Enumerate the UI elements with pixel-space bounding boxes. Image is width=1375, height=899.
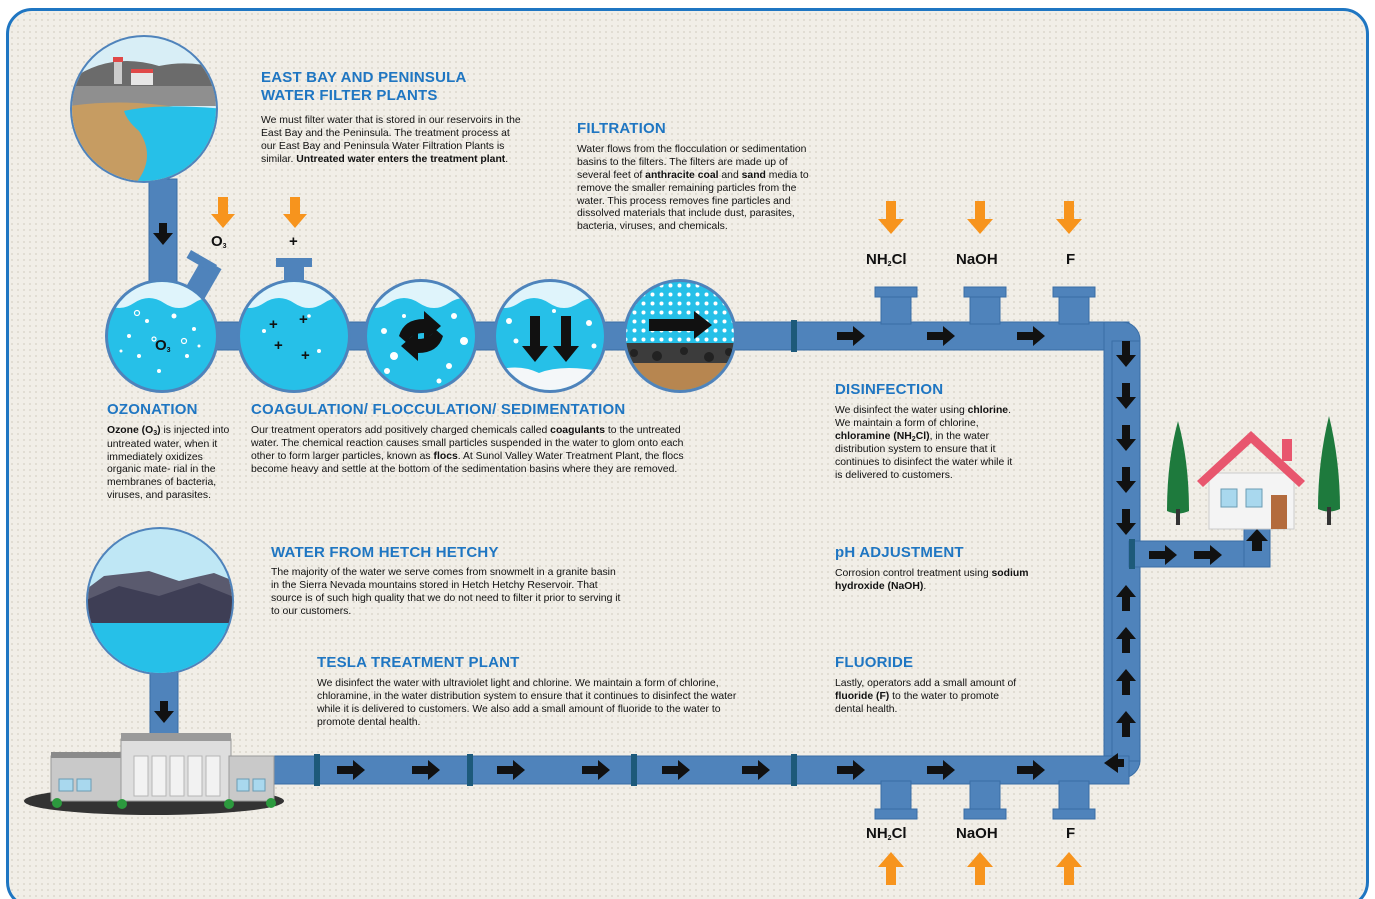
flow-arrow-icon	[837, 760, 865, 780]
sedimentation-tank-icon	[493, 279, 607, 393]
flow-arrow-icon	[497, 760, 525, 780]
filtration-title: FILTRATION	[577, 120, 666, 137]
mountain-reservoir-icon	[86, 527, 234, 675]
flow-arrow-icon	[1116, 711, 1136, 737]
flow-arrow-icon	[837, 326, 865, 346]
flow-arrow-icon	[154, 701, 174, 723]
flow-arrow-icon	[1017, 326, 1045, 346]
flow-arrow-icon	[927, 326, 955, 346]
flow-arrow-icon	[153, 223, 173, 245]
flow-arrow-icon	[582, 760, 610, 780]
disinfection-title: DISINFECTION	[835, 381, 944, 398]
flow-arrow-icon	[662, 760, 690, 780]
ozone-in-tank-label: O3	[155, 337, 171, 354]
flow-arrow-icon	[1116, 627, 1136, 653]
coagulant-plus-particle: +	[274, 337, 283, 354]
flocculation-tank-icon	[364, 279, 478, 393]
fluoride-description: Lastly, operators add a small amount of …	[835, 678, 1017, 715]
hetch-hetchy-description: The majority of the water we serve comes…	[271, 567, 621, 617]
chloramine-label-top: NH2Cl	[866, 251, 907, 268]
flow-arrow-icon	[1017, 760, 1045, 780]
flow-arrow-icon	[1116, 585, 1136, 611]
flow-arrow-icon	[1116, 425, 1136, 451]
diagram-frame: EAST BAY AND PENINSULA WATER FILTER PLAN…	[6, 8, 1369, 899]
tesla-description: We disinfect the water with ultraviolet …	[317, 678, 737, 728]
pipe-house-branch	[1128, 540, 1255, 568]
flow-arrow-icon	[1246, 529, 1268, 551]
chemical-injection-arrow-icon	[967, 201, 993, 234]
fluoride-title: FLUORIDE	[835, 654, 914, 671]
flow-arrow-icon	[927, 760, 955, 780]
chemical-arrows	[211, 197, 1082, 885]
flow-arrow-icon	[1116, 509, 1136, 535]
coagulation-tank-icon	[237, 258, 351, 393]
tesla-title: TESLA TREATMENT PLANT	[317, 654, 520, 671]
filter-tank-icon	[623, 279, 737, 393]
coagulant-plus-label: +	[289, 233, 298, 250]
flow-arrow-icon	[1194, 545, 1222, 565]
reservoir-scene-icon	[70, 35, 218, 183]
coagulation-description: Our treatment operators add positively c…	[251, 425, 684, 475]
flow-arrow-icon	[337, 760, 365, 780]
fluoride-label-bottom: F	[1066, 825, 1076, 842]
chemical-injection-arrow-icon	[1056, 852, 1082, 885]
chemical-injection-arrow-icon	[1056, 201, 1082, 234]
flow-arrow-icon	[742, 760, 770, 780]
disinfection-description: We disinfect the water using chlorine. W…	[835, 405, 1013, 482]
filtration-description: Water flows from the flocculation or sed…	[577, 144, 809, 233]
naoh-label-top: NaOH	[956, 251, 998, 268]
tree-icon	[1167, 421, 1189, 525]
chloramine-label-bottom: NH2Cl	[866, 825, 907, 842]
chemical-injection-arrow-icon	[878, 201, 904, 234]
flow-arrows	[153, 223, 1268, 780]
chemical-injection-arrow-icon	[967, 852, 993, 885]
flow-arrow-icon	[1149, 545, 1177, 565]
chemical-injection-arrow-icon	[211, 197, 235, 228]
coagulant-plus-particle: +	[301, 347, 310, 364]
fluoride-label-top: F	[1066, 251, 1076, 268]
ozonation-title: OZONATION	[107, 401, 198, 418]
ph-adjustment-description: Corrosion control treatment using sodium…	[835, 568, 1029, 592]
naoh-label-bottom: NaOH	[956, 825, 998, 842]
pipe-bottom	[258, 755, 1130, 785]
flow-arrow-icon	[1116, 669, 1136, 695]
tree-icon	[1318, 416, 1340, 525]
coagulant-plus-particle: +	[269, 316, 278, 333]
ozonation-description: Ozone (O3) is injected into untreated wa…	[107, 425, 230, 502]
coagulation-title: COAGULATION/ FLOCCULATION/ SEDIMENTATION	[251, 401, 626, 418]
flow-arrow-icon	[1104, 753, 1124, 773]
treatment-plant-icon	[24, 733, 284, 815]
hetch-hetchy-title: WATER FROM HETCH HETCHY	[271, 544, 499, 561]
chemical-injection-arrow-icon	[878, 852, 904, 885]
flow-arrow-icon	[412, 760, 440, 780]
east-bay-description: We must filter water that is stored in o…	[261, 115, 521, 165]
pipe-joints	[314, 320, 1135, 786]
ozonation-tank-icon	[105, 250, 222, 393]
east-bay-title: EAST BAY AND PENINSULA WATER FILTER PLAN…	[261, 69, 467, 104]
flow-arrow-icon	[1116, 341, 1136, 367]
ph-adjustment-title: pH ADJUSTMENT	[835, 544, 964, 561]
flow-arrow-icon	[1116, 467, 1136, 493]
chemical-injection-arrow-icon	[283, 197, 307, 228]
coagulant-plus-particle: +	[299, 311, 308, 328]
house-icon	[1197, 431, 1305, 530]
ozone-label: O3	[211, 233, 227, 250]
flow-arrow-icon	[1116, 383, 1136, 409]
water-treatment-diagram	[24, 35, 1340, 885]
